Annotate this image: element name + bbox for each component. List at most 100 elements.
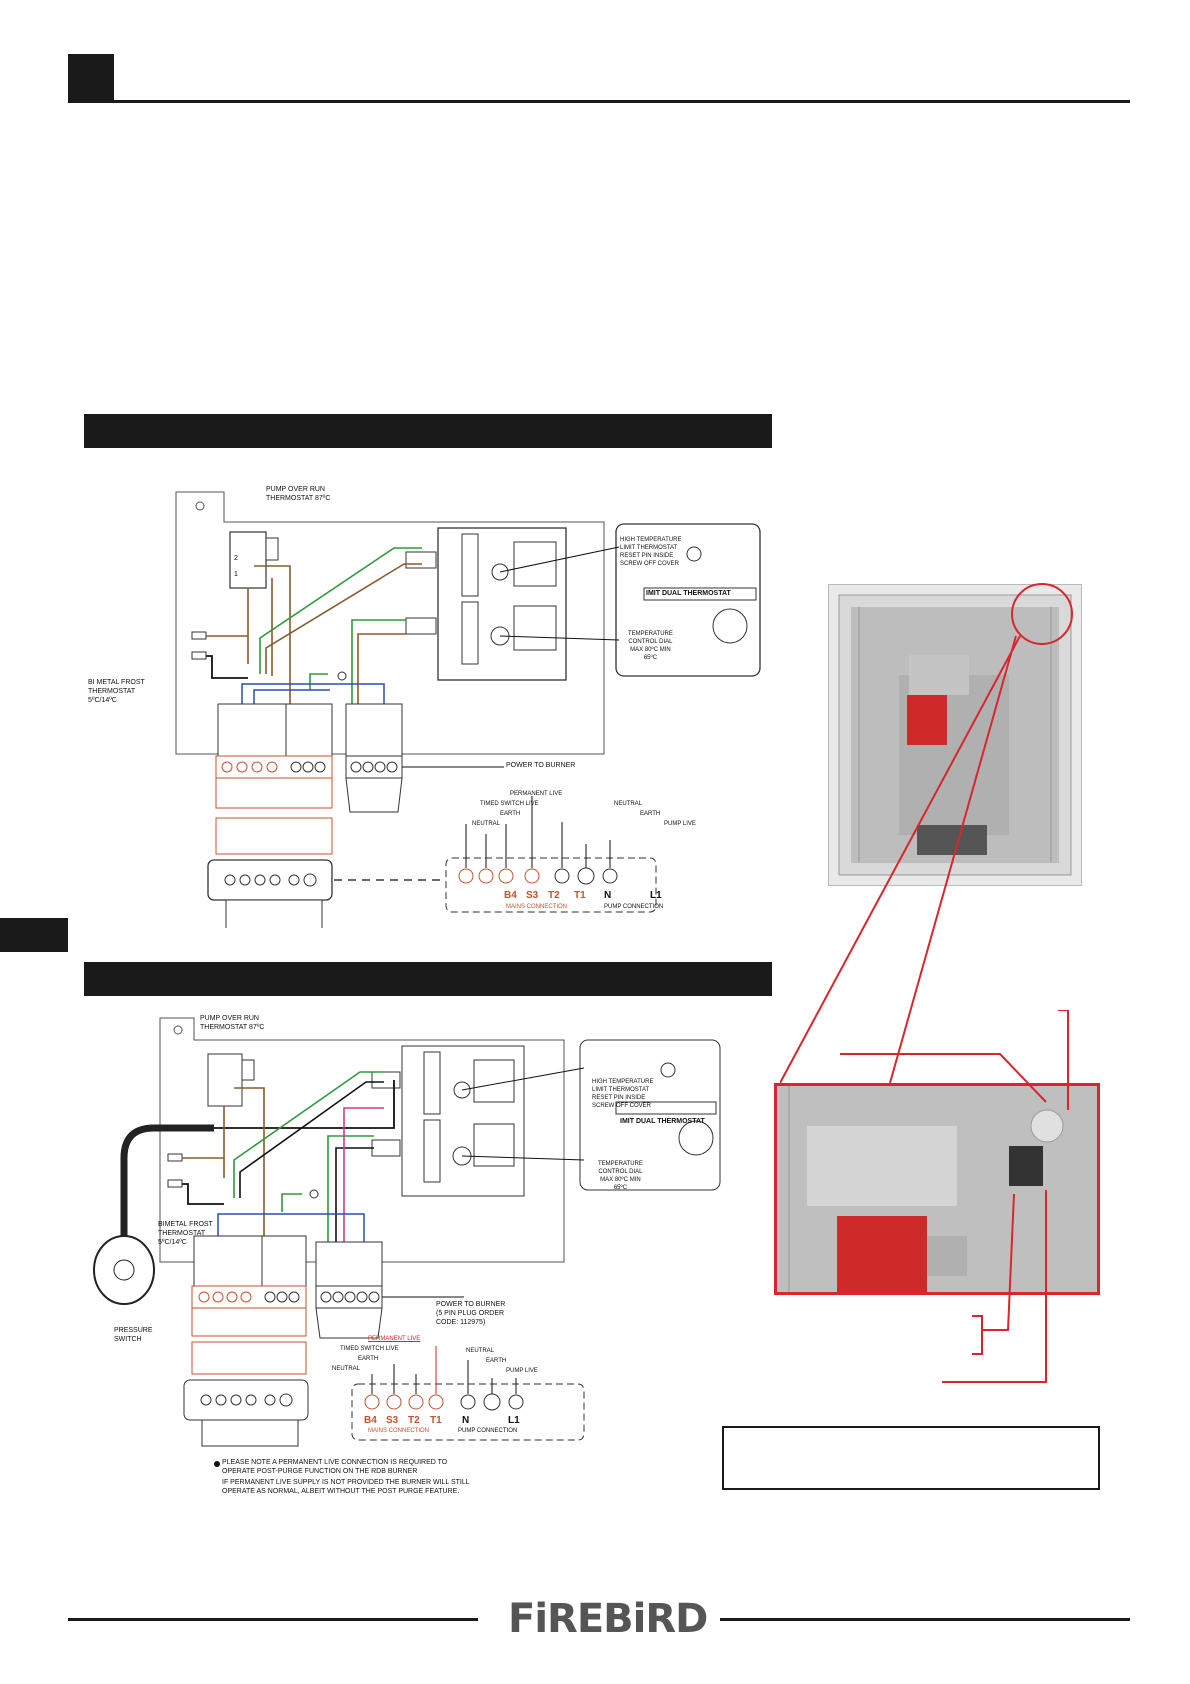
neutral-left-label-2: NEUTRAL: [332, 1366, 361, 1372]
label-line: BIMETAL FROST: [158, 1221, 213, 1228]
label-line: PUMP OVER RUN: [200, 1015, 259, 1022]
label-line: TEMPERATURE: [628, 631, 673, 637]
label-line: HIGH TEMPERATURE: [620, 537, 682, 543]
timed-switch-live-label-2: TIMED SWITCH LIVE: [340, 1346, 399, 1352]
note-line: OPERATE POST-PURGE FUNCTION ON THE RDB B…: [222, 1468, 418, 1475]
zoom-pointer-arrows: [840, 1010, 1069, 1383]
label-line: SWITCH: [114, 1336, 142, 1343]
pump-connection-label-2: PUMP CONNECTION: [458, 1428, 518, 1434]
label-line: CONTROL DIAL: [598, 1169, 643, 1175]
note-2: IF PERMANENT LIVE SUPPLY IS NOT PROVIDED…: [222, 1478, 470, 1496]
label-line: THERMOSTAT 87ºC: [200, 1024, 265, 1031]
pump-over-run-label-2: PUMP OVER RUN THERMOSTAT 87ºC: [200, 1014, 264, 1032]
zoomed-photo-illustration: [777, 1086, 1097, 1292]
label-line: RESET PIN INSIDE: [620, 553, 674, 559]
terminal-n: N: [462, 1415, 470, 1426]
terminal-t1: T1: [430, 1415, 442, 1426]
terminal-s3: S3: [526, 890, 539, 901]
pressure-switch-label: PRESSURE SWITCH: [114, 1326, 153, 1344]
neutral-right-label-2: NEUTRAL: [466, 1348, 495, 1354]
label-line: LIMIT THERMOSTAT: [620, 545, 678, 551]
power-to-burner-label-2: POWER TO BURNER (5 PIN PLUG ORDER CODE: …: [436, 1300, 505, 1327]
label-line: TEMPERATURE: [598, 1161, 643, 1167]
timed-switch-live-label: TIMED SWITCH LIVE: [480, 801, 539, 807]
permanent-live-label-2: PERMANENT LIVE: [368, 1336, 421, 1342]
permanent-live-label: PERMANENT LIVE: [510, 791, 563, 797]
terminal-b4: B4: [364, 1415, 377, 1426]
mains-connection-label: MAINS CONNECTION: [506, 904, 568, 910]
bimetal-frost-label: BI METAL FROST THERMOSTAT 5ºC/14ºC: [88, 678, 145, 705]
imit-dual-label: IMIT DUAL THERMOSTAT: [646, 590, 731, 597]
section-bar-1: [84, 414, 772, 448]
footer-rule-left: [68, 1618, 478, 1621]
high-temp-label-2: HIGH TEMPERATURE LIMIT THERMOSTAT RESET …: [592, 1078, 653, 1110]
imit-dual-label-2: IMIT DUAL THERMOSTAT: [620, 1118, 705, 1125]
svg-text:1: 1: [234, 571, 238, 578]
label-line: 65ºC: [643, 655, 658, 661]
earth-right-label: EARTH: [640, 811, 661, 817]
terminal-b4: B4: [504, 890, 517, 901]
power-to-burner-label: POWER TO BURNER: [506, 762, 576, 769]
header-rule: [68, 100, 1130, 103]
label-line: CODE: 112975): [436, 1319, 486, 1326]
terminal-s3: S3: [386, 1415, 399, 1426]
terminal-t2: T2: [548, 890, 560, 901]
pump-connection-label: PUMP CONNECTION: [604, 904, 664, 910]
note-1: PLEASE NOTE A PERMANENT LIVE CONNECTION …: [222, 1458, 447, 1476]
label-line: HIGH TEMPERATURE: [592, 1079, 654, 1085]
label-line: POWER TO BURNER: [436, 1301, 506, 1308]
label-line: (5 PIN PLUG ORDER: [436, 1310, 505, 1317]
pump-over-run-label: PUMP OVER RUN THERMOSTAT 87ºC: [266, 485, 330, 503]
label-line: PUMP OVER RUN: [266, 486, 325, 493]
label-line: LIMIT THERMOSTAT: [592, 1087, 650, 1093]
svg-text:2: 2: [234, 555, 238, 562]
pump-live-label-2: PUMP LIVE: [506, 1368, 538, 1374]
zoom-callout-lines: [780, 583, 1073, 1084]
note-line: PLEASE NOTE A PERMANENT LIVE CONNECTION …: [222, 1459, 448, 1466]
label-line: 5ºC/14ºC: [88, 697, 117, 704]
mains-connection-label-2: MAINS CONNECTION: [368, 1428, 430, 1434]
zoomed-photo: [774, 1083, 1100, 1295]
label-line: SCREW OFF COVER: [592, 1103, 652, 1109]
section-number-block: [68, 54, 114, 100]
label-line: PRESSURE: [114, 1327, 153, 1334]
label-line: THERMOSTAT: [158, 1230, 206, 1237]
neutral-right-label: NEUTRAL: [614, 801, 643, 807]
cabinet-photo: [828, 584, 1082, 886]
label-line: SCREW OFF COVER: [620, 561, 680, 567]
note-line: IF PERMANENT LIVE SUPPLY IS NOT PROVIDED…: [222, 1479, 470, 1486]
label-line: MAX 80ºC MIN: [600, 1177, 641, 1183]
earth-right-label-2: EARTH: [486, 1358, 507, 1364]
neutral-left-label: NEUTRAL: [472, 821, 501, 827]
high-temp-label: HIGH TEMPERATURE LIMIT THERMOSTAT RESET …: [620, 536, 681, 568]
terminal-t1: T1: [574, 890, 586, 901]
footer-rule-right: [720, 1618, 1130, 1621]
firebird-logo: FiREBiRD: [508, 1596, 708, 1642]
section-bar-2: [84, 962, 772, 996]
terminal-l1: L1: [508, 1415, 520, 1426]
temp-control-label: TEMPERATURE CONTROL DIAL MAX 80ºC MIN 65…: [628, 630, 673, 662]
label-line: CONTROL DIAL: [628, 639, 673, 645]
wiring-diagram-1: 2 1: [175, 491, 761, 928]
label-line: RESET PIN INSIDE: [592, 1095, 646, 1101]
side-tab: [0, 918, 68, 952]
earth-left-label: EARTH: [500, 811, 521, 817]
label-line: 65ºC: [613, 1185, 628, 1191]
label-line: 5ºC/14ºC: [158, 1239, 187, 1246]
pump-live-label: PUMP LIVE: [664, 821, 696, 827]
label-line: MAX 80ºC MIN: [630, 647, 671, 653]
earth-left-label-2: EARTH: [358, 1356, 379, 1362]
label-line: BI METAL FROST: [88, 679, 145, 686]
caption-box: [722, 1426, 1100, 1490]
note-line: OPERATE AS NORMAL, ALBEIT WITHOUT THE PO…: [222, 1488, 460, 1495]
terminal-t2: T2: [408, 1415, 420, 1426]
logo-text: FiREBiRD: [508, 1596, 708, 1642]
temp-control-label-2: TEMPERATURE CONTROL DIAL MAX 80ºC MIN 65…: [598, 1160, 643, 1192]
label-line: THERMOSTAT 87ºC: [266, 495, 331, 502]
cabinet-photo-illustration: [838, 594, 1072, 876]
terminal-n: N: [604, 890, 612, 901]
terminal-l1: L1: [650, 890, 662, 901]
wiring-diagram-2: [93, 1017, 721, 1467]
bimetal-frost-label-2: BIMETAL FROST THERMOSTAT 5ºC/14ºC: [158, 1220, 213, 1247]
label-line: THERMOSTAT: [88, 688, 136, 695]
